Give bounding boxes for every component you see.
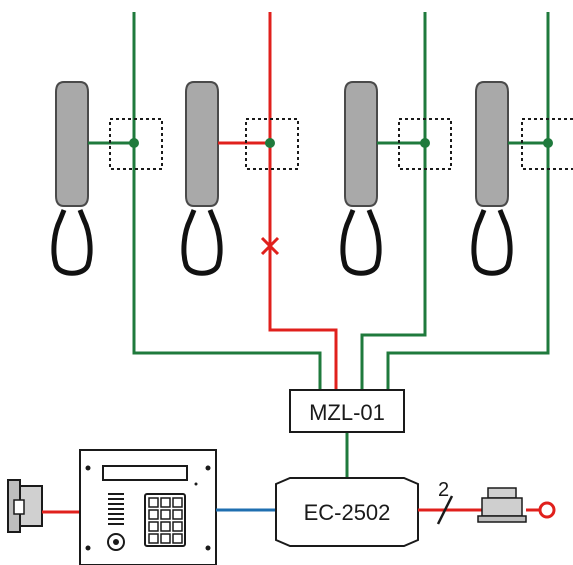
handset-cord-3 <box>340 209 382 276</box>
riser-line-2 <box>268 12 338 390</box>
handset-2 <box>181 81 299 276</box>
panel-speaker-grill <box>108 493 124 525</box>
panel-display <box>102 465 188 481</box>
riser-line-1 <box>132 12 322 390</box>
junction-box-3 <box>398 118 452 170</box>
handset-cord-1 <box>51 209 93 276</box>
wire-count-label: 2 <box>438 479 449 501</box>
electric-strike-icon <box>7 479 80 533</box>
junction-dot-3 <box>420 138 430 148</box>
junction-dot-1 <box>129 138 139 148</box>
junction-dot-4 <box>543 138 553 148</box>
handset-3 <box>340 81 452 276</box>
controller-label: EC-2502 <box>304 500 391 525</box>
door-entry-panel-icon <box>79 449 276 565</box>
splitter-box <box>289 389 405 433</box>
gong-line: 2 <box>418 479 482 525</box>
handset-cord-2 <box>181 209 223 276</box>
riser-line-3 <box>360 12 427 390</box>
handset-body-3 <box>344 81 378 207</box>
handset-body-4 <box>475 81 509 207</box>
junction-dot-2 <box>265 138 275 148</box>
splitter-module: MZL-01 <box>289 389 405 433</box>
bell-button-icon <box>477 487 556 523</box>
riser-lines <box>132 12 550 478</box>
junction-box-4 <box>521 118 573 170</box>
panel-keypad <box>144 493 186 547</box>
riser-line-4 <box>386 12 550 390</box>
controller-module: EC-2502 <box>275 477 419 547</box>
junction-box-1 <box>109 118 163 170</box>
splitter-label: MZL-01 <box>309 400 385 425</box>
wire-count-slash <box>436 495 454 525</box>
junction-box-2 <box>245 118 299 170</box>
handset-body-1 <box>55 81 89 207</box>
handset-cord-4 <box>471 209 513 276</box>
handset-body-2 <box>185 81 219 207</box>
handset-1 <box>51 81 163 276</box>
fault-marker-icon <box>260 236 280 256</box>
handset-4 <box>471 81 573 276</box>
